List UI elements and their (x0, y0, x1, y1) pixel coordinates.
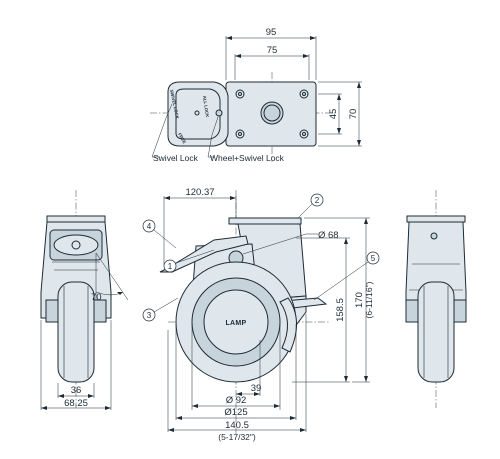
balloon-5 (366, 251, 380, 265)
balloon-5-label: 5 (371, 254, 376, 263)
dim-side-140-inch: (5-17/32") (218, 432, 256, 442)
balloon-3 (142, 308, 156, 322)
lever-label-swivel: SWIVEL LOCK (169, 89, 180, 120)
front-view: 70 36 68.25 (40, 190, 129, 410)
dim-top-70: 70 (348, 109, 359, 120)
balloon-1 (163, 259, 177, 273)
bolt-hole (299, 89, 309, 99)
dim-top-95: 95 (266, 27, 277, 38)
side-hub (203, 289, 269, 355)
lever-label-all: ALL LOCK (202, 95, 210, 118)
brand-logo: LAMP (225, 320, 246, 327)
dim-side-dia-92: Ø 92 (226, 395, 247, 406)
dim-side-dia-125: Ø125 (224, 407, 247, 418)
lever-label-free: FREE (177, 132, 187, 145)
dim-side-170: 170 (354, 292, 365, 308)
dim-side-39: 39 (251, 383, 262, 394)
rear-view (405, 190, 467, 408)
bolt-hole (299, 129, 309, 139)
bolt-hole (235, 129, 245, 139)
front-top-plate (46, 215, 106, 223)
rear-axle-right (453, 299, 467, 323)
dim-side-kingpin-dia: Ø 68 (318, 230, 339, 241)
rear-wheel (417, 281, 455, 383)
dim-side-120: 120.37 (185, 187, 214, 198)
balloon-3-label: 3 (147, 311, 152, 320)
top-view: SWIVEL LOCK ALL LOCK FREE 95 75 45 70 (150, 27, 362, 163)
front-wheel (57, 281, 95, 383)
dim-front-68: 68.25 (64, 398, 88, 409)
rear-rivet (430, 232, 438, 240)
balloon-2 (310, 193, 324, 207)
balloon-2-label: 2 (315, 196, 320, 205)
dim-top-45: 45 (328, 109, 339, 120)
side-view: LAMP 120.37 Ø 68 158.5 170 (6-11/16") 39 (142, 187, 380, 442)
side-brake-shoe (279, 297, 297, 353)
dim-front-36: 36 (71, 385, 82, 396)
balloon-1-label: 1 (168, 262, 173, 271)
balloon-4-label: 4 (147, 222, 152, 231)
lock-lever-housing (167, 81, 229, 147)
rear-top-plate (406, 215, 466, 223)
front-axle-right (93, 299, 107, 323)
side-top-plate (228, 217, 302, 225)
callout-wheel-swivel-lock: Wheel+Swivel Lock (210, 153, 285, 163)
dim-side-158: 158.5 (335, 298, 346, 322)
dim-side-170-inch: (6-11/16") (364, 281, 374, 318)
dim-side-140: 140.5 (225, 420, 249, 431)
rear-axle-left (405, 299, 419, 323)
callout-swivel-lock: Swivel Lock (153, 153, 199, 163)
bolt-hole (235, 89, 245, 99)
dim-front-angle-70: 70 (91, 292, 102, 303)
balloon-4 (142, 219, 156, 233)
front-axle-left (45, 299, 59, 323)
dim-top-75: 75 (267, 45, 278, 56)
lever-pivot (215, 109, 223, 117)
